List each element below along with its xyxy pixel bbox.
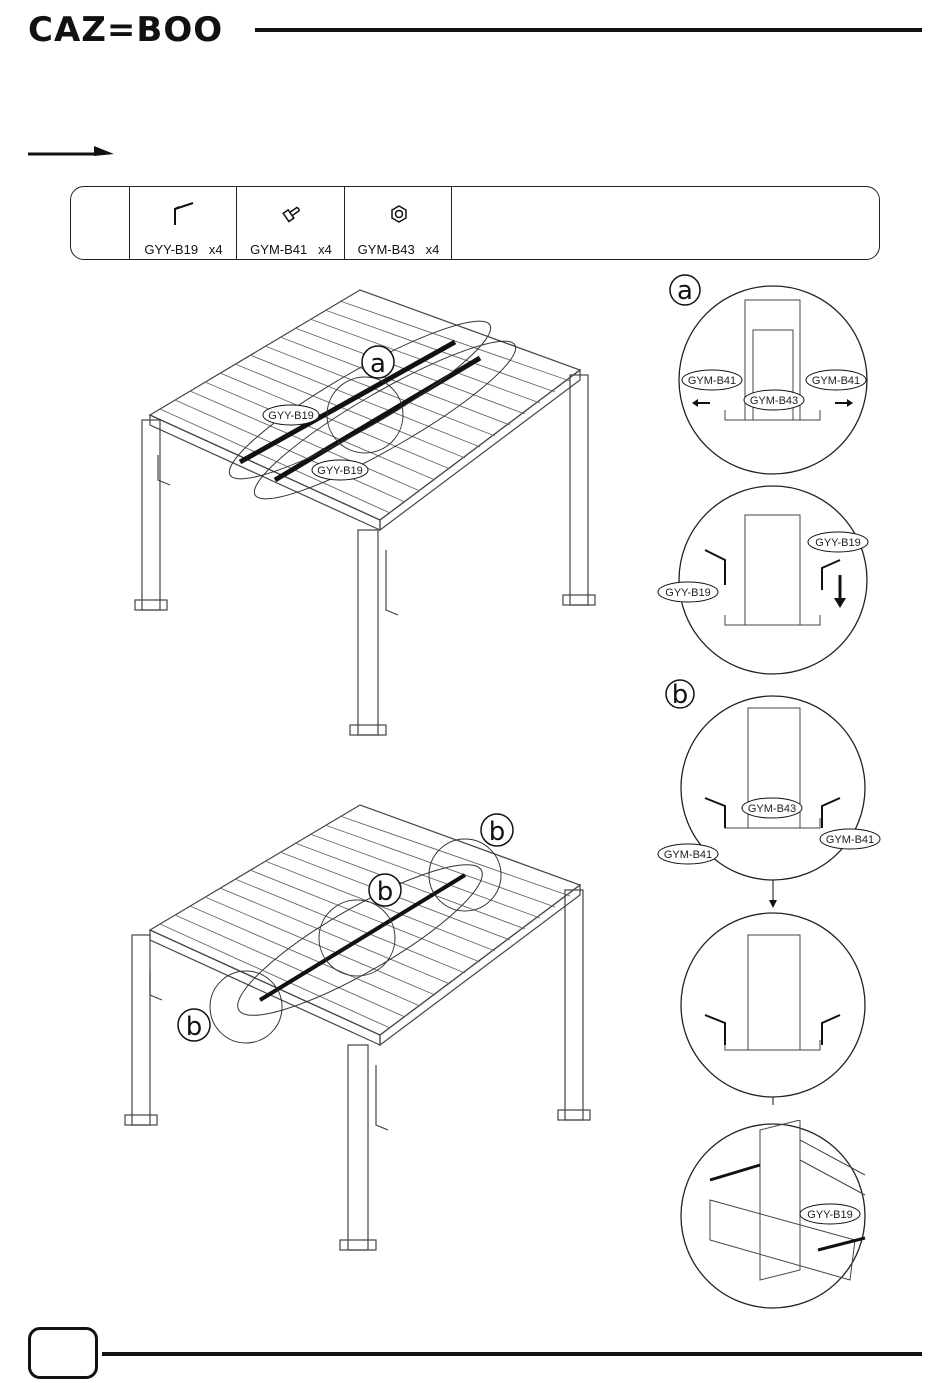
callout-b-label: b (377, 877, 394, 907)
callout-b-label: b (186, 1012, 203, 1042)
bracket-icon (169, 199, 199, 229)
part-label: GYM-B41 x4 (237, 242, 345, 257)
tag-gyy-b19: GYY-B19 (665, 587, 710, 599)
part-divider (451, 187, 453, 259)
step-arrow-icon (28, 142, 118, 162)
footer-rule (102, 1352, 922, 1356)
tag-gym-b41: GYM-B41 (688, 375, 736, 387)
nut-icon (384, 199, 414, 229)
tag-gym-b41: GYM-B41 (664, 849, 712, 861)
brand-logo: CAZ=BOO (28, 10, 223, 50)
tag-gyy-b19: GYY-B19 (807, 1209, 852, 1221)
tag-gyy-b19: GYY-B19 (317, 465, 362, 477)
pergola-illustration-bottom: b b b (120, 795, 640, 1265)
part-cell: GYM-B41 x4 (236, 187, 345, 259)
part-cell: GYY-B19 x4 (129, 187, 237, 259)
tag-gym-b41: GYM-B41 (812, 375, 860, 387)
tag-gym-b43: GYM-B43 (750, 395, 798, 407)
header-rule (255, 28, 922, 32)
parts-list: GYY-B19 x4 GYM-B41 x4 GYM-B43 x4 (70, 186, 880, 260)
page-number-box (28, 1327, 98, 1379)
tag-gym-b41: GYM-B41 (826, 834, 874, 846)
part-label: GYM-B43 x4 (345, 242, 452, 257)
screw-icon (276, 199, 306, 229)
detail-b: b GYM-B43 GYM-B41 GYM-B41 (650, 678, 890, 908)
detail-a: a GYM-B41 GYM-B41 GYM-B43 (650, 270, 890, 475)
tag-gym-b43: GYM-B43 (748, 803, 796, 815)
detail-b-label: b (672, 680, 689, 710)
pergola-illustration-top: a GYY-B19 GYY-B19 (120, 280, 640, 750)
detail-a-label: a (677, 276, 693, 306)
detail-b2 (650, 905, 890, 1105)
part-cell: GYM-B43 x4 (344, 187, 452, 259)
tag-gyy-b19: GYY-B19 (268, 410, 313, 422)
callout-b-label: b (489, 817, 506, 847)
detail-a2: GYY-B19 GYY-B19 (650, 480, 890, 680)
tag-gyy-b19: GYY-B19 (815, 537, 860, 549)
detail-b3: GYY-B19 (650, 1120, 890, 1315)
callout-a-label: a (370, 349, 386, 379)
part-label: GYY-B19 x4 (130, 242, 237, 257)
